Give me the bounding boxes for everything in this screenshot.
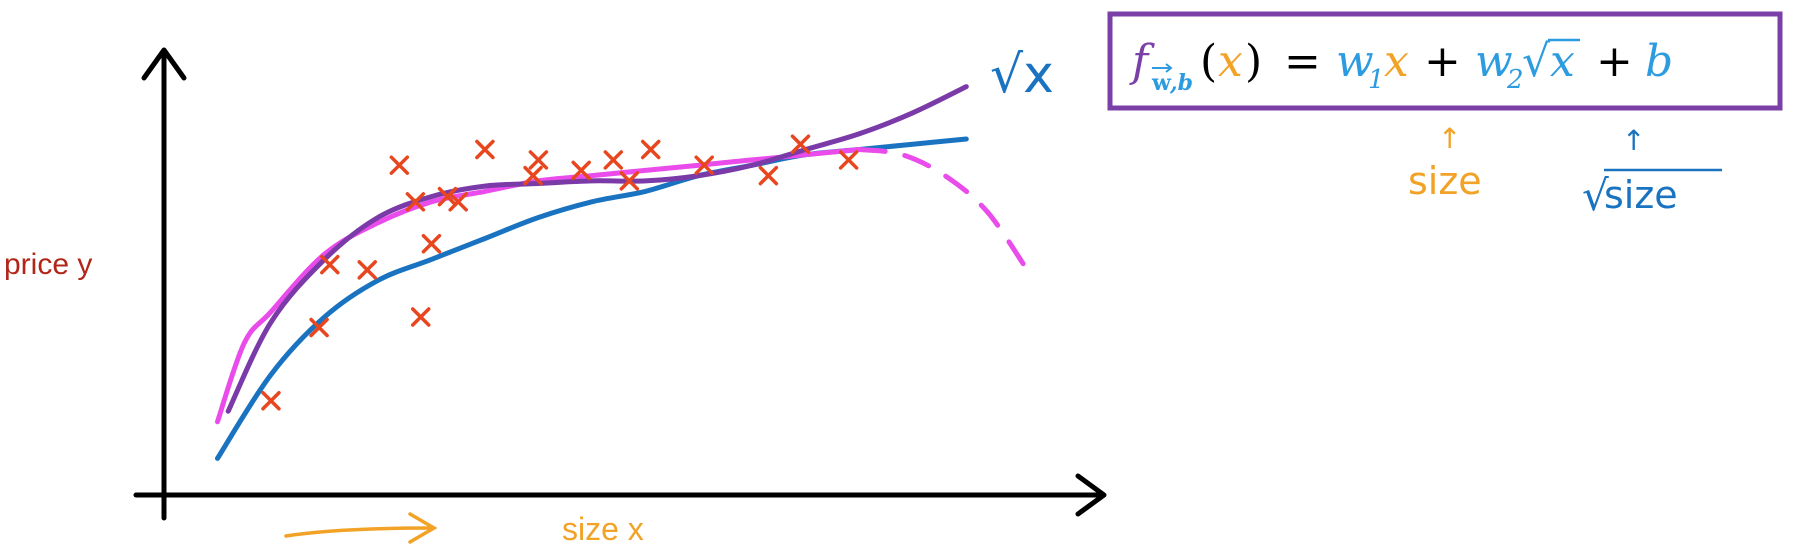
pink-fit-curve-dashed [856, 147, 1033, 278]
data-point-x-marker [694, 155, 714, 175]
data-point-x-marker [619, 171, 640, 191]
size-annotation: size [1408, 159, 1482, 203]
formula-box [1107, 11, 1783, 111]
formula: f w ,b ( x ) = w 1 x + w 2 √ x + b [1129, 36, 1673, 96]
formula-sqrt-sign: √ [1522, 36, 1551, 87]
sqrt-size-sign: √ [1582, 171, 1609, 220]
formula-equals: = [1284, 36, 1321, 87]
size-arrow [284, 512, 438, 544]
formula-close-paren: ) [1245, 36, 1262, 87]
data-point-x-marker [838, 150, 859, 170]
x-axis-arrowhead [1075, 473, 1107, 517]
sqrt-size-annotation: size [1604, 173, 1678, 217]
axes [133, 47, 1107, 521]
formula-x2: x [1384, 36, 1409, 87]
formula-plus2: + [1596, 36, 1633, 87]
formula-sub-w: w [1151, 70, 1172, 96]
data-point-x-marker [357, 260, 377, 280]
data-point-x-marker [309, 317, 329, 338]
data-point-x-marker [389, 155, 410, 175]
pink-fit-curve [215, 147, 862, 425]
sqrt-fit-curve [215, 136, 969, 461]
data-point-x-marker [410, 307, 431, 327]
formula-x1: x [1218, 36, 1243, 87]
data-point-x-marker [528, 150, 549, 170]
formula-x3: x [1550, 36, 1575, 87]
data-point-x-marker [421, 233, 442, 254]
data-point-x-marker [571, 160, 591, 181]
data-point-x-marker [437, 186, 458, 207]
formula-sub-b: ,b [1169, 70, 1193, 96]
x-axis-label: size x [562, 511, 644, 547]
data-point-x-marker [523, 165, 543, 186]
data-point-x-marker [603, 150, 624, 170]
formula-w1-sub: 1 [1368, 65, 1385, 95]
data-point-x-marker [640, 139, 661, 160]
formula-plus1: + [1424, 36, 1461, 87]
data-point-x-marker [405, 192, 426, 212]
sqrt-size-up-arrow: ↑ [1622, 124, 1645, 157]
data-point-x-marker [448, 192, 468, 212]
data-point-x-marker [475, 139, 495, 160]
formula-b: b [1645, 36, 1673, 87]
sqrt-curve-label: √x [990, 45, 1054, 105]
data-point-x-marker [758, 165, 779, 186]
vector-arrowhead-icon [1165, 63, 1173, 73]
formula-w2: w [1475, 36, 1513, 87]
data-point-x-marker [320, 254, 340, 275]
size-up-arrow: ↑ [1438, 122, 1461, 155]
formula-w2-sub: 2 [1506, 65, 1524, 95]
formula-w1: w [1336, 36, 1374, 87]
y-axis-label: price y [4, 248, 92, 281]
data-point-x-marker [261, 391, 281, 411]
formula-open-paren: ( [1200, 36, 1217, 87]
data-points [261, 134, 859, 411]
y-axis-arrowhead [141, 47, 187, 81]
data-point-x-marker [790, 134, 811, 154]
purple-fit-curve [225, 84, 969, 414]
